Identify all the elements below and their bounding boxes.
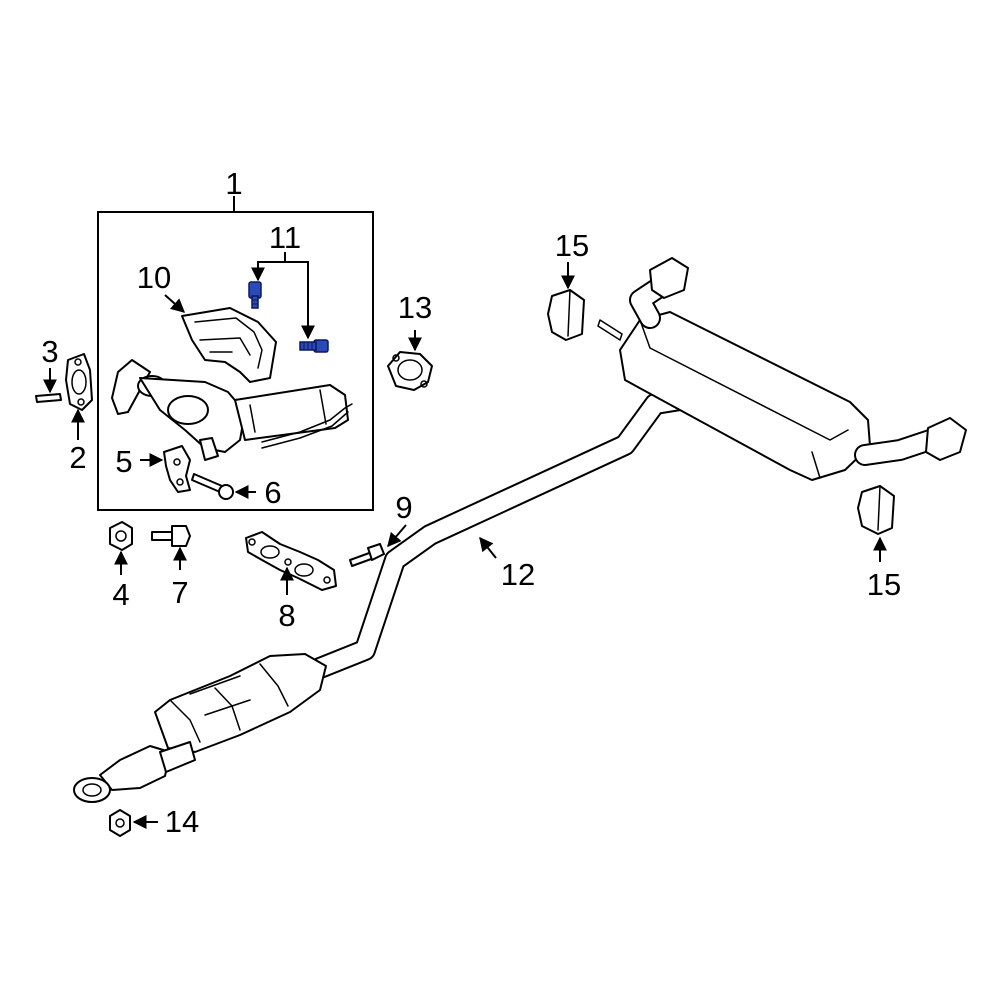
part-8-gasket[interactable]	[245, 531, 337, 591]
callout-9: 9	[395, 490, 412, 525]
callout-5: 5	[115, 444, 132, 479]
callout-1: 1	[225, 166, 242, 201]
part-1-manifold-converter[interactable]	[111, 359, 353, 461]
callout-4: 4	[112, 577, 129, 612]
callout-11: 11	[269, 220, 301, 255]
part-5-bracket[interactable]	[163, 445, 191, 493]
callout-2: 2	[69, 440, 86, 475]
part-6-bolt[interactable]	[191, 473, 234, 500]
assembly-box	[97, 211, 374, 511]
part-9-stud[interactable]	[349, 543, 385, 567]
part-15-hanger-upper[interactable]	[547, 289, 585, 341]
callout-15-upper: 15	[555, 228, 589, 263]
callout-15-lower: 15	[867, 567, 901, 602]
part-11-bolt-upper[interactable]	[248, 281, 262, 309]
callout-6: 6	[264, 475, 281, 510]
part-4-nut[interactable]	[109, 521, 133, 551]
part-2-gasket[interactable]	[65, 353, 93, 411]
callout-14: 14	[165, 804, 199, 839]
callout-10: 10	[137, 260, 171, 295]
callout-8: 8	[278, 598, 295, 633]
callout-7: 7	[171, 575, 188, 610]
callout-12: 12	[501, 557, 535, 592]
callout-3: 3	[41, 334, 58, 369]
part-3-stud[interactable]	[35, 393, 62, 403]
part-11-bolt-lower[interactable]	[299, 339, 329, 353]
part-7-bolt[interactable]	[151, 525, 191, 547]
callout-labels: 1 2 3 4 5 6 7 8 9 10 11 12 13 14 15 15	[41, 166, 901, 839]
part-14-nut[interactable]	[109, 809, 131, 837]
part-12-exhaust-pipe[interactable]	[73, 257, 967, 803]
callout-13: 13	[398, 290, 432, 325]
part-10-heat-shield[interactable]	[181, 307, 277, 383]
part-13-gasket[interactable]	[387, 351, 433, 391]
leader-lines	[43, 252, 887, 829]
part-15-hanger-lower[interactable]	[857, 485, 895, 535]
